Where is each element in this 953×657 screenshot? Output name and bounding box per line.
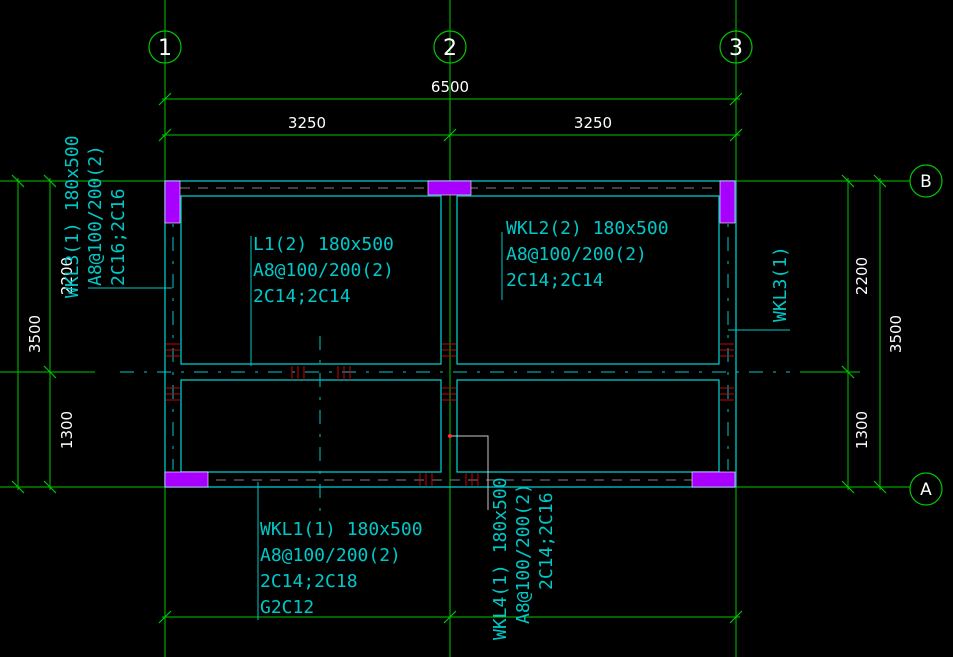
wkl4-line-2: A8@100/200(2) (513, 483, 534, 624)
axis-label-3: 3 (729, 36, 743, 61)
wkl2-line-2: A8@100/200(2) (506, 244, 647, 265)
column-2B[interactable] (427, 180, 472, 196)
wkl1-line-2: A8@100/200(2) (260, 545, 401, 566)
axis-label-B: B (920, 172, 932, 192)
l1-line-2: A8@100/200(2) (253, 260, 394, 281)
beam-annotation-wkl1[interactable]: WKL1(1) 180x500 A8@100/200(2) 2C14;2C18 … (260, 519, 423, 618)
right-dimensions: 2200 1300 3500 (841, 174, 905, 494)
axis-bubble-3 (719, 30, 753, 64)
wkl3-left-line-2: A8@100/200(2) (85, 145, 106, 286)
wkl3-left-line-3: 2C16;2C16 (108, 188, 129, 286)
axis-bubble-2 (433, 30, 467, 64)
column-3B[interactable] (719, 180, 736, 224)
wkl1-line-4: G2C12 (260, 597, 314, 618)
axis-label-2: 2 (443, 36, 457, 61)
beam-annotation-l1[interactable]: L1(2) 180x500 A8@100/200(2) 2C14;2C14 (253, 234, 394, 307)
beam-centerlines (120, 187, 790, 520)
beam-annotation-wkl3-right[interactable]: WKL3(1) (770, 246, 791, 322)
dim-left-total: 3500 (26, 315, 44, 353)
dim-top-right: 3250 (574, 114, 612, 132)
wkl1-line-3: 2C14;2C18 (260, 571, 358, 592)
dim-right-upper: 2200 (853, 257, 871, 295)
top-dimensions: 6500 3250 3250 (158, 78, 743, 142)
wkl4-line-1: WKL4(1) 180x500 (490, 477, 511, 640)
columns (164, 180, 736, 488)
dim-right-total: 3500 (887, 315, 905, 353)
column-1B[interactable] (164, 180, 181, 224)
l1-line-3: 2C14;2C14 (253, 286, 351, 307)
wkl3-right-label: WKL3(1) (770, 246, 791, 322)
dim-top-left: 3250 (288, 114, 326, 132)
dim-left-upper: 2200 (58, 257, 76, 295)
beam-annotation-wkl3-left[interactable]: WKL3(1) 180x500 A8@100/200(2) 2C16;2C16 (62, 135, 129, 298)
dim-top-total: 6500 (431, 78, 469, 96)
beam-annotation-wkl2[interactable]: WKL2(2) 180x500 A8@100/200(2) 2C14;2C14 (506, 218, 669, 291)
dim-right-lower: 1300 (853, 411, 871, 449)
axis-bubbles: 1 2 3 B A (148, 30, 943, 506)
axis-bubble-B (909, 164, 943, 198)
axis-label-A: A (920, 480, 932, 500)
axis-bubble-A (909, 472, 943, 506)
column-3A[interactable] (691, 471, 736, 488)
rebar-marks (166, 343, 734, 486)
wkl2-line-3: 2C14;2C14 (506, 270, 604, 291)
wkl2-line-1: WKL2(2) 180x500 (506, 218, 669, 239)
left-dimensions: 3500 2200 1300 (11, 174, 76, 494)
beam-annotation-wkl4[interactable]: WKL4(1) 180x500 A8@100/200(2) 2C14;2C16 (490, 477, 557, 640)
dim-left-lower: 1300 (58, 411, 76, 449)
l1-line-1: L1(2) 180x500 (253, 234, 394, 255)
leader-lines (88, 232, 790, 620)
axis-label-1: 1 (158, 36, 172, 61)
wkl4-line-3: 2C14;2C16 (536, 492, 557, 590)
axis-bubble-1 (148, 30, 182, 64)
wkl1-line-1: WKL1(1) 180x500 (260, 519, 423, 540)
wkl3-left-line-1: WKL3(1) 180x500 (62, 135, 83, 298)
column-1A[interactable] (164, 471, 209, 488)
